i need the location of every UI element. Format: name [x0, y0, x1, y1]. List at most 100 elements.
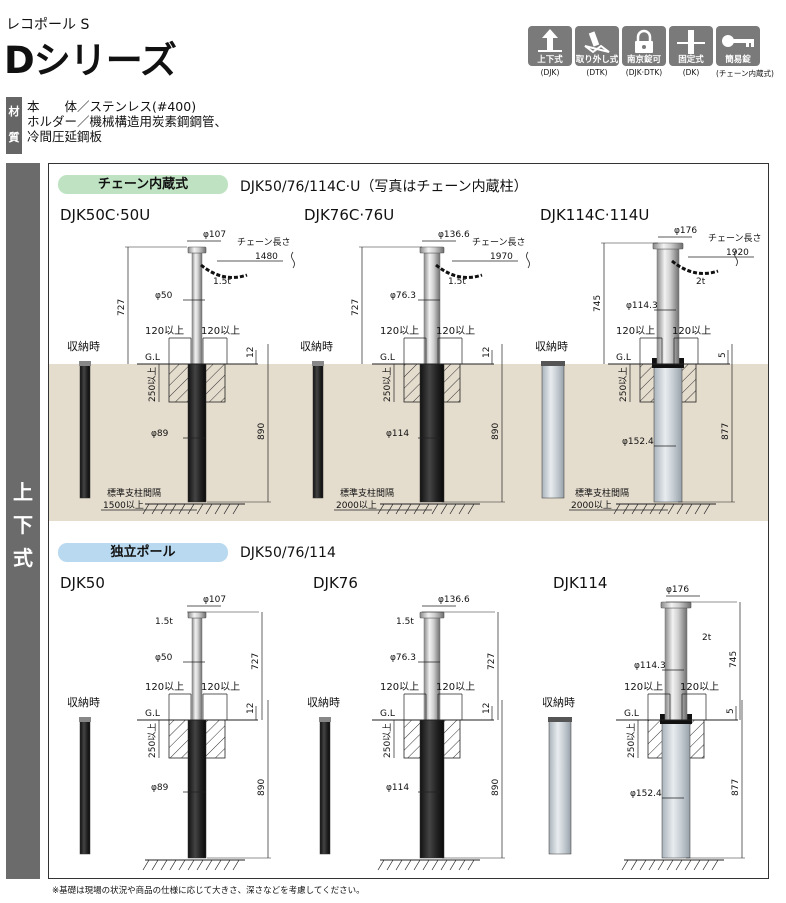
ground-hatch — [658, 503, 666, 515]
ground-hatch — [404, 503, 412, 515]
thickness-label: 1.5t — [448, 277, 466, 287]
ground-hatch — [630, 859, 638, 871]
ground-hatch — [467, 859, 475, 871]
pole-diameter-label: φ114.3 — [626, 301, 658, 311]
ground-hatch — [431, 859, 439, 871]
ground-hatch — [702, 859, 710, 871]
ground-hatch — [413, 503, 421, 515]
ground-hatch — [187, 503, 195, 515]
depth-label: 250以上 — [382, 367, 393, 402]
ground-hatch — [711, 859, 719, 871]
interval-label: 標準支柱間隔 — [340, 487, 394, 499]
interval-value: 2000以上 — [336, 500, 377, 511]
chain-length-label: チェーン長さ — [472, 237, 526, 248]
model-title: DJK114C·114U — [540, 206, 650, 224]
ground-hatch — [178, 503, 186, 515]
ground-hatch — [232, 859, 240, 871]
thickness-label: 1.5t — [213, 277, 231, 287]
clearance-label: 120以上 — [145, 681, 184, 693]
ground-hatch — [386, 503, 394, 515]
chain-length-label: チェーン長さ — [237, 237, 291, 248]
top-diameter-label: φ136.6 — [438, 595, 470, 605]
clearance-label: 120以上 — [380, 325, 419, 337]
type-padlock: 南京錠可 (DJK·DTK) — [622, 26, 666, 79]
ground-hatch — [169, 503, 177, 515]
gl-label: G.L — [616, 353, 631, 363]
interval-label: 標準支柱間隔 — [575, 487, 629, 499]
ground-hatch — [694, 503, 702, 515]
break-mark — [526, 251, 530, 269]
ground-hatch — [205, 503, 213, 515]
ground-hatch — [223, 859, 231, 871]
clearance-label: 120以上 — [145, 325, 184, 337]
pole-cap — [187, 611, 207, 619]
ground-hatch — [169, 859, 177, 871]
under-diameter-label: φ152.4 — [622, 437, 654, 447]
ground-hatch — [422, 859, 430, 871]
ground-hatch — [458, 859, 466, 871]
gl-gap-label: 5 — [718, 352, 728, 358]
pole — [664, 607, 688, 721]
ground-hatch — [648, 859, 656, 871]
ground-hatch — [395, 503, 403, 515]
chain — [435, 263, 483, 279]
type-icons: 上下式 (DJK) 取り外し式 (DTK) 南京錠可 (DJK·DTK) 固定式… — [528, 26, 774, 79]
break-mark — [734, 249, 738, 267]
height-label: 727 — [351, 299, 361, 316]
ground-hatch — [657, 859, 665, 871]
gl-label: G.L — [380, 353, 395, 363]
pole-diameter-label: φ50 — [155, 291, 173, 301]
chain — [200, 263, 248, 279]
type-removable: 取り外し式 (DTK) — [575, 26, 619, 79]
depth-dim-label: 890 — [491, 423, 501, 440]
height-label: 745 — [729, 651, 739, 668]
ground-hatch — [196, 503, 204, 515]
ground-hatch — [187, 859, 195, 871]
ground-hatch — [613, 503, 621, 515]
thickness-label: 2t — [696, 277, 706, 287]
storage-label: 収納時 — [535, 340, 568, 353]
pole-diameter-label: φ76.3 — [390, 291, 416, 301]
ground-hatch — [386, 859, 394, 871]
material-badge: 材 質 — [6, 97, 22, 154]
ground-hatch — [377, 859, 385, 871]
ground-hatch — [449, 859, 457, 871]
gl-label: G.L — [145, 709, 160, 719]
depth-label: 250以上 — [147, 723, 158, 758]
thickness-label: 1.5t — [155, 617, 173, 627]
depth-label: 250以上 — [147, 367, 158, 402]
depth-dim-label: 890 — [257, 423, 267, 440]
gl-label: G.L — [380, 709, 395, 719]
ground-hatch — [449, 503, 457, 515]
ground-hatch — [467, 503, 475, 515]
ground-hatch — [223, 503, 231, 515]
under-diameter-label: φ152.4 — [630, 789, 662, 799]
storage-tube — [541, 363, 565, 499]
interval-value: 2000以上 — [571, 500, 612, 511]
pole-cap — [652, 242, 684, 250]
material-spec: 本 体／ステンレス(#400) ホルダー／機械構造用炭素鋼鋼管、 冷間圧延鋼板 — [27, 99, 228, 144]
depth-label: 250以上 — [618, 367, 629, 402]
ground-hatch — [621, 859, 629, 871]
clearance-label: 120以上 — [436, 325, 475, 337]
thickness-label: 2t — [702, 633, 712, 643]
ground-hatch — [214, 859, 222, 871]
ground-hatch — [703, 503, 711, 515]
section2-tag: 独立ポール — [58, 543, 228, 562]
ground-hatch — [413, 859, 421, 871]
top-diameter-label: φ176 — [674, 226, 697, 236]
ground-hatch — [440, 503, 448, 515]
ground-hatch — [404, 859, 412, 871]
model-title: DJK50C·50U — [60, 206, 151, 224]
pole-cap — [187, 246, 207, 254]
clearance-label: 120以上 — [680, 681, 719, 693]
gl-label: G.L — [145, 353, 160, 363]
storage-label: 収納時 — [67, 340, 100, 353]
gl-label: G.L — [624, 709, 639, 719]
model-title: DJK76C·76U — [304, 206, 395, 224]
buried-tube — [419, 719, 445, 859]
model-title: DJK76 — [313, 574, 358, 592]
clearance-label: 120以上 — [201, 325, 240, 337]
brand-name: レコポール S — [6, 17, 90, 33]
